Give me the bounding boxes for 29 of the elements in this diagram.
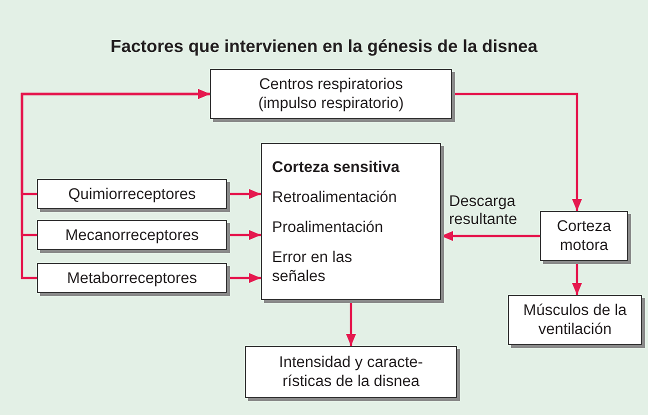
box-heading: Corteza sensitiva bbox=[272, 158, 400, 176]
process-box bbox=[37, 263, 227, 293]
box-text: Retroalimentación bbox=[272, 188, 398, 206]
process-box bbox=[245, 346, 457, 398]
arrow bbox=[227, 273, 261, 283]
arrow bbox=[452, 92, 582, 211]
edge-label: Descarga resultante bbox=[449, 193, 518, 229]
arrow bbox=[227, 189, 261, 199]
process-box bbox=[37, 220, 227, 250]
arrow bbox=[441, 231, 540, 241]
box-text: Músculos de la ventilación bbox=[522, 301, 628, 339]
diagram-title: Factores que intervienen en la génesis de la disnea bbox=[110, 36, 539, 57]
process-box bbox=[37, 179, 227, 209]
process-box bbox=[540, 211, 628, 261]
box-text: Metaborreceptores bbox=[66, 268, 198, 288]
box-text: Mecanorreceptores bbox=[65, 226, 199, 244]
box-text: Centros respiratorios (impulso respiratorio) bbox=[257, 75, 405, 113]
arrow bbox=[20, 89, 210, 280]
process-box bbox=[508, 295, 642, 345]
process-box bbox=[261, 143, 441, 300]
arrow bbox=[346, 300, 356, 346]
arrow bbox=[572, 261, 582, 295]
box-text: Error en las señales bbox=[272, 248, 354, 286]
box-text: Intensidad y caracte- rísticas de la disnea bbox=[278, 353, 424, 391]
box-text: Corteza motora bbox=[556, 217, 612, 255]
process-box bbox=[210, 69, 452, 119]
box-text: Proalimentación bbox=[272, 218, 384, 236]
arrow bbox=[227, 230, 261, 240]
box-text: Quimiorreceptores bbox=[68, 184, 196, 204]
